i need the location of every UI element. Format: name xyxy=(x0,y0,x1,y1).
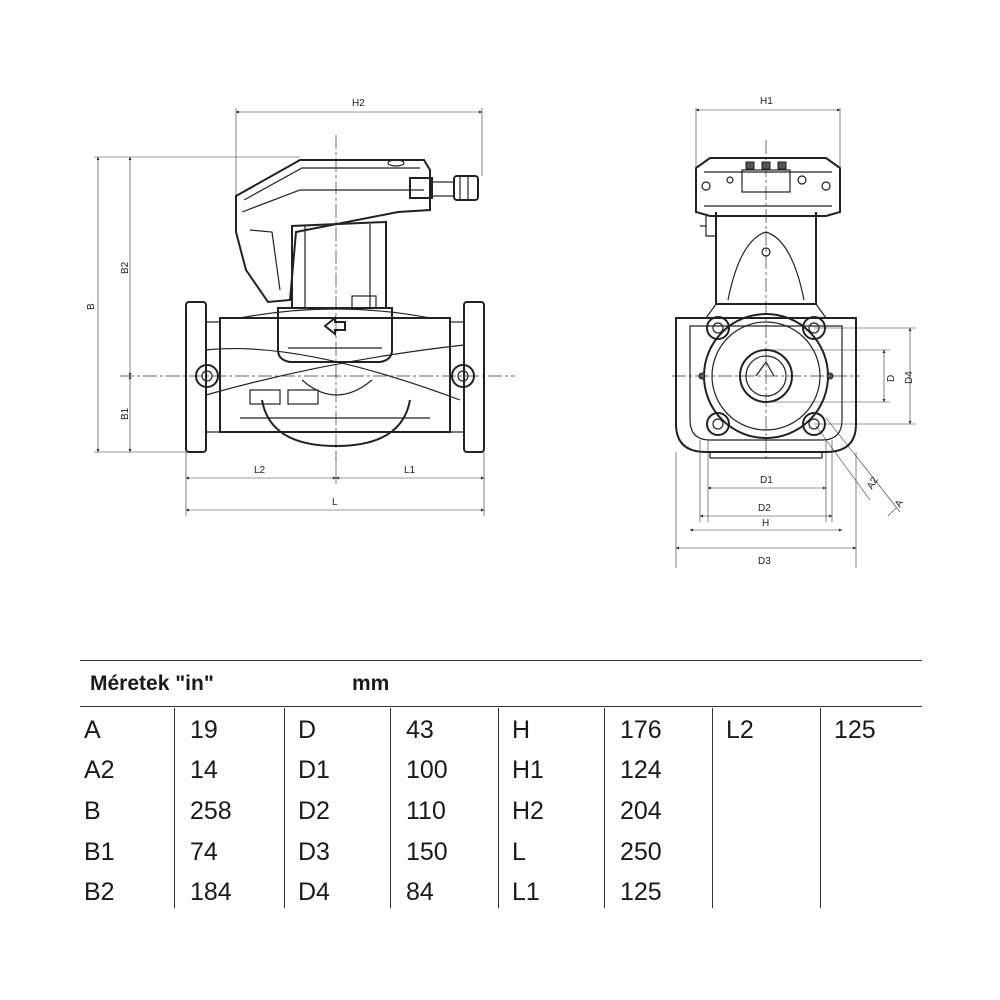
col-divider xyxy=(284,708,285,908)
dim-value: 258 xyxy=(190,797,232,825)
dim-value: 150 xyxy=(406,838,448,866)
dim-value: 110 xyxy=(406,797,446,825)
dim-name: H xyxy=(512,716,531,744)
pump-dimension-drawing: H2 B B2 B1 L2 L1 L xyxy=(86,96,916,568)
table-header-rule xyxy=(80,706,922,707)
col-divider xyxy=(498,708,499,908)
dim-value: 184 xyxy=(190,878,232,906)
table-top-rule xyxy=(80,660,922,661)
dim-label-D: D xyxy=(886,375,897,382)
dim-name: D xyxy=(298,716,317,744)
dim-name: D1 xyxy=(298,756,330,784)
dim-name: A2 xyxy=(84,756,115,784)
dim-value: 204 xyxy=(620,797,662,825)
dim-value: 84 xyxy=(406,878,434,906)
dimensions-table: Méretek "in" mm A 19 A2 14 B 258 B1 74 B… xyxy=(80,660,922,910)
dim-label-B1: B1 xyxy=(120,407,131,420)
dim-label-H1: H1 xyxy=(760,96,773,107)
dim-value: 19 xyxy=(190,716,218,744)
dim-label-L: L xyxy=(332,497,338,508)
col-divider xyxy=(390,708,391,908)
dim-name: H1 xyxy=(512,756,544,784)
dim-label-H: H xyxy=(762,518,769,529)
col-divider xyxy=(174,708,175,908)
dim-label-H2: H2 xyxy=(352,98,365,109)
dim-label-D2: D2 xyxy=(758,503,771,514)
dim-label-B2: B2 xyxy=(120,261,131,274)
dim-value: 250 xyxy=(620,838,662,866)
dim-name: D4 xyxy=(298,878,330,906)
dim-name: D3 xyxy=(298,838,330,866)
dim-value: 74 xyxy=(190,838,218,866)
col-divider xyxy=(820,708,821,908)
dim-label-D3: D3 xyxy=(758,556,771,567)
dim-name: B1 xyxy=(84,838,115,866)
dim-name: L2 xyxy=(726,716,754,744)
dim-name: A xyxy=(84,716,101,744)
dim-label-B: B xyxy=(86,303,97,310)
dim-name: H2 xyxy=(512,797,544,825)
dim-value: 125 xyxy=(834,716,876,744)
dim-label-A: A xyxy=(893,498,906,510)
dim-value: 124 xyxy=(620,756,662,784)
side-view: H1 D D4 A2 A D1 D2 H D3 xyxy=(672,96,916,568)
table-title: Méretek "in" xyxy=(90,672,214,695)
dim-name: D2 xyxy=(298,797,330,825)
dim-name: B xyxy=(84,797,101,825)
dim-value: 43 xyxy=(406,716,434,744)
dim-label-D1: D1 xyxy=(760,475,773,486)
dim-name: L xyxy=(512,838,526,866)
dim-label-A2: A2 xyxy=(865,475,881,491)
col-divider xyxy=(604,708,605,908)
dim-label-L2: L2 xyxy=(254,465,266,476)
dim-label-D4: D4 xyxy=(904,371,915,384)
dim-value: 176 xyxy=(620,716,662,744)
dim-value: 14 xyxy=(190,756,218,784)
col-divider xyxy=(712,708,713,908)
dim-name: L1 xyxy=(512,878,540,906)
front-view: H2 B B2 B1 L2 L1 L xyxy=(86,98,515,516)
table-unit: mm xyxy=(352,672,390,695)
dim-value: 100 xyxy=(406,756,448,784)
dim-label-L1: L1 xyxy=(404,465,416,476)
dim-value: 125 xyxy=(620,878,662,906)
dim-name: B2 xyxy=(84,878,115,906)
